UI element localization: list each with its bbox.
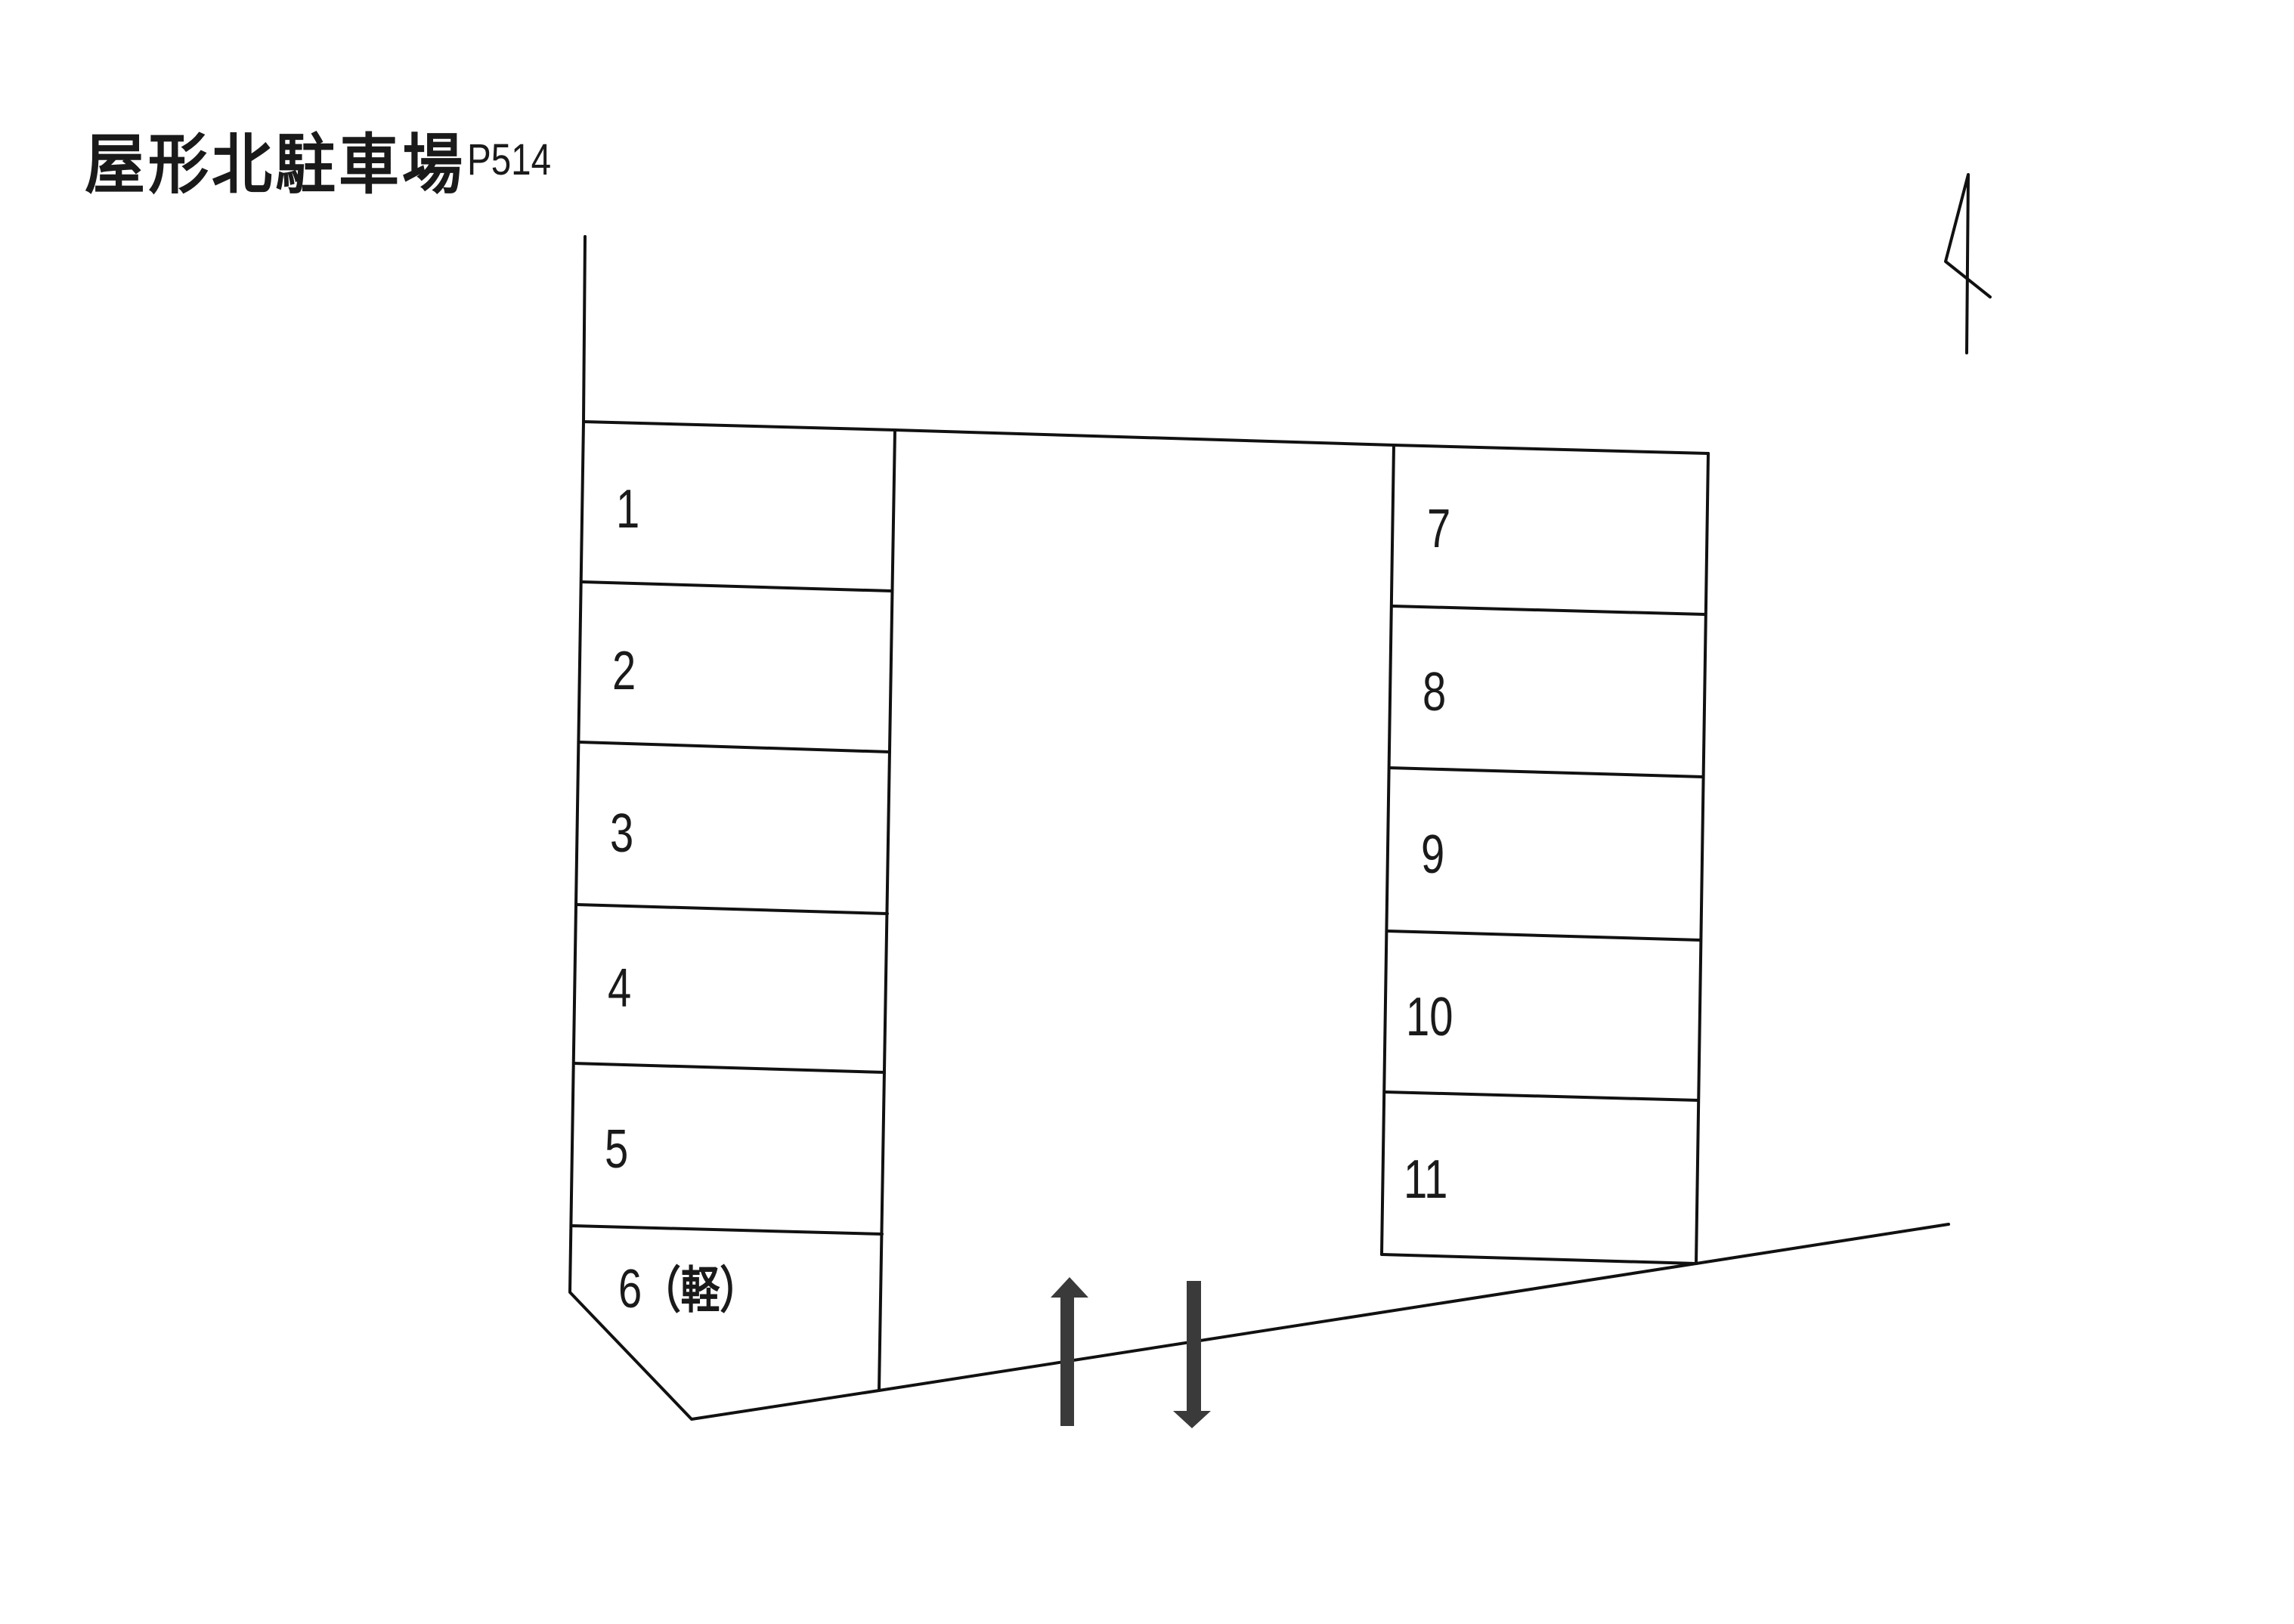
lot-code: P514 [467,135,552,184]
kei-car-note: （軽） [642,1261,759,1319]
stall-label-11: 11 [1404,1149,1448,1210]
stall-label-3: 3 [610,803,634,864]
page-title: 屋形北駐車場 [85,126,466,203]
stall-label-10: 10 [1406,987,1453,1047]
left-stall-block [570,428,896,1392]
arrow-down-icon [1173,1281,1211,1428]
stall-label-7: 7 [1427,499,1451,559]
stall-label-2: 2 [612,641,636,701]
stall-label-5: 5 [605,1119,629,1180]
stall-label-8: 8 [1423,662,1447,722]
stall-label-4: 4 [608,958,632,1019]
lot-boundary [568,235,1950,1421]
right-stall-block [1380,444,1710,1265]
stall-label-6: 6（軽） [618,1259,759,1319]
arrow-up-icon [1051,1277,1088,1426]
north-arrow-icon [1944,173,1992,354]
stall-label-9: 9 [1421,824,1445,885]
stall-label-1: 1 [616,479,640,540]
